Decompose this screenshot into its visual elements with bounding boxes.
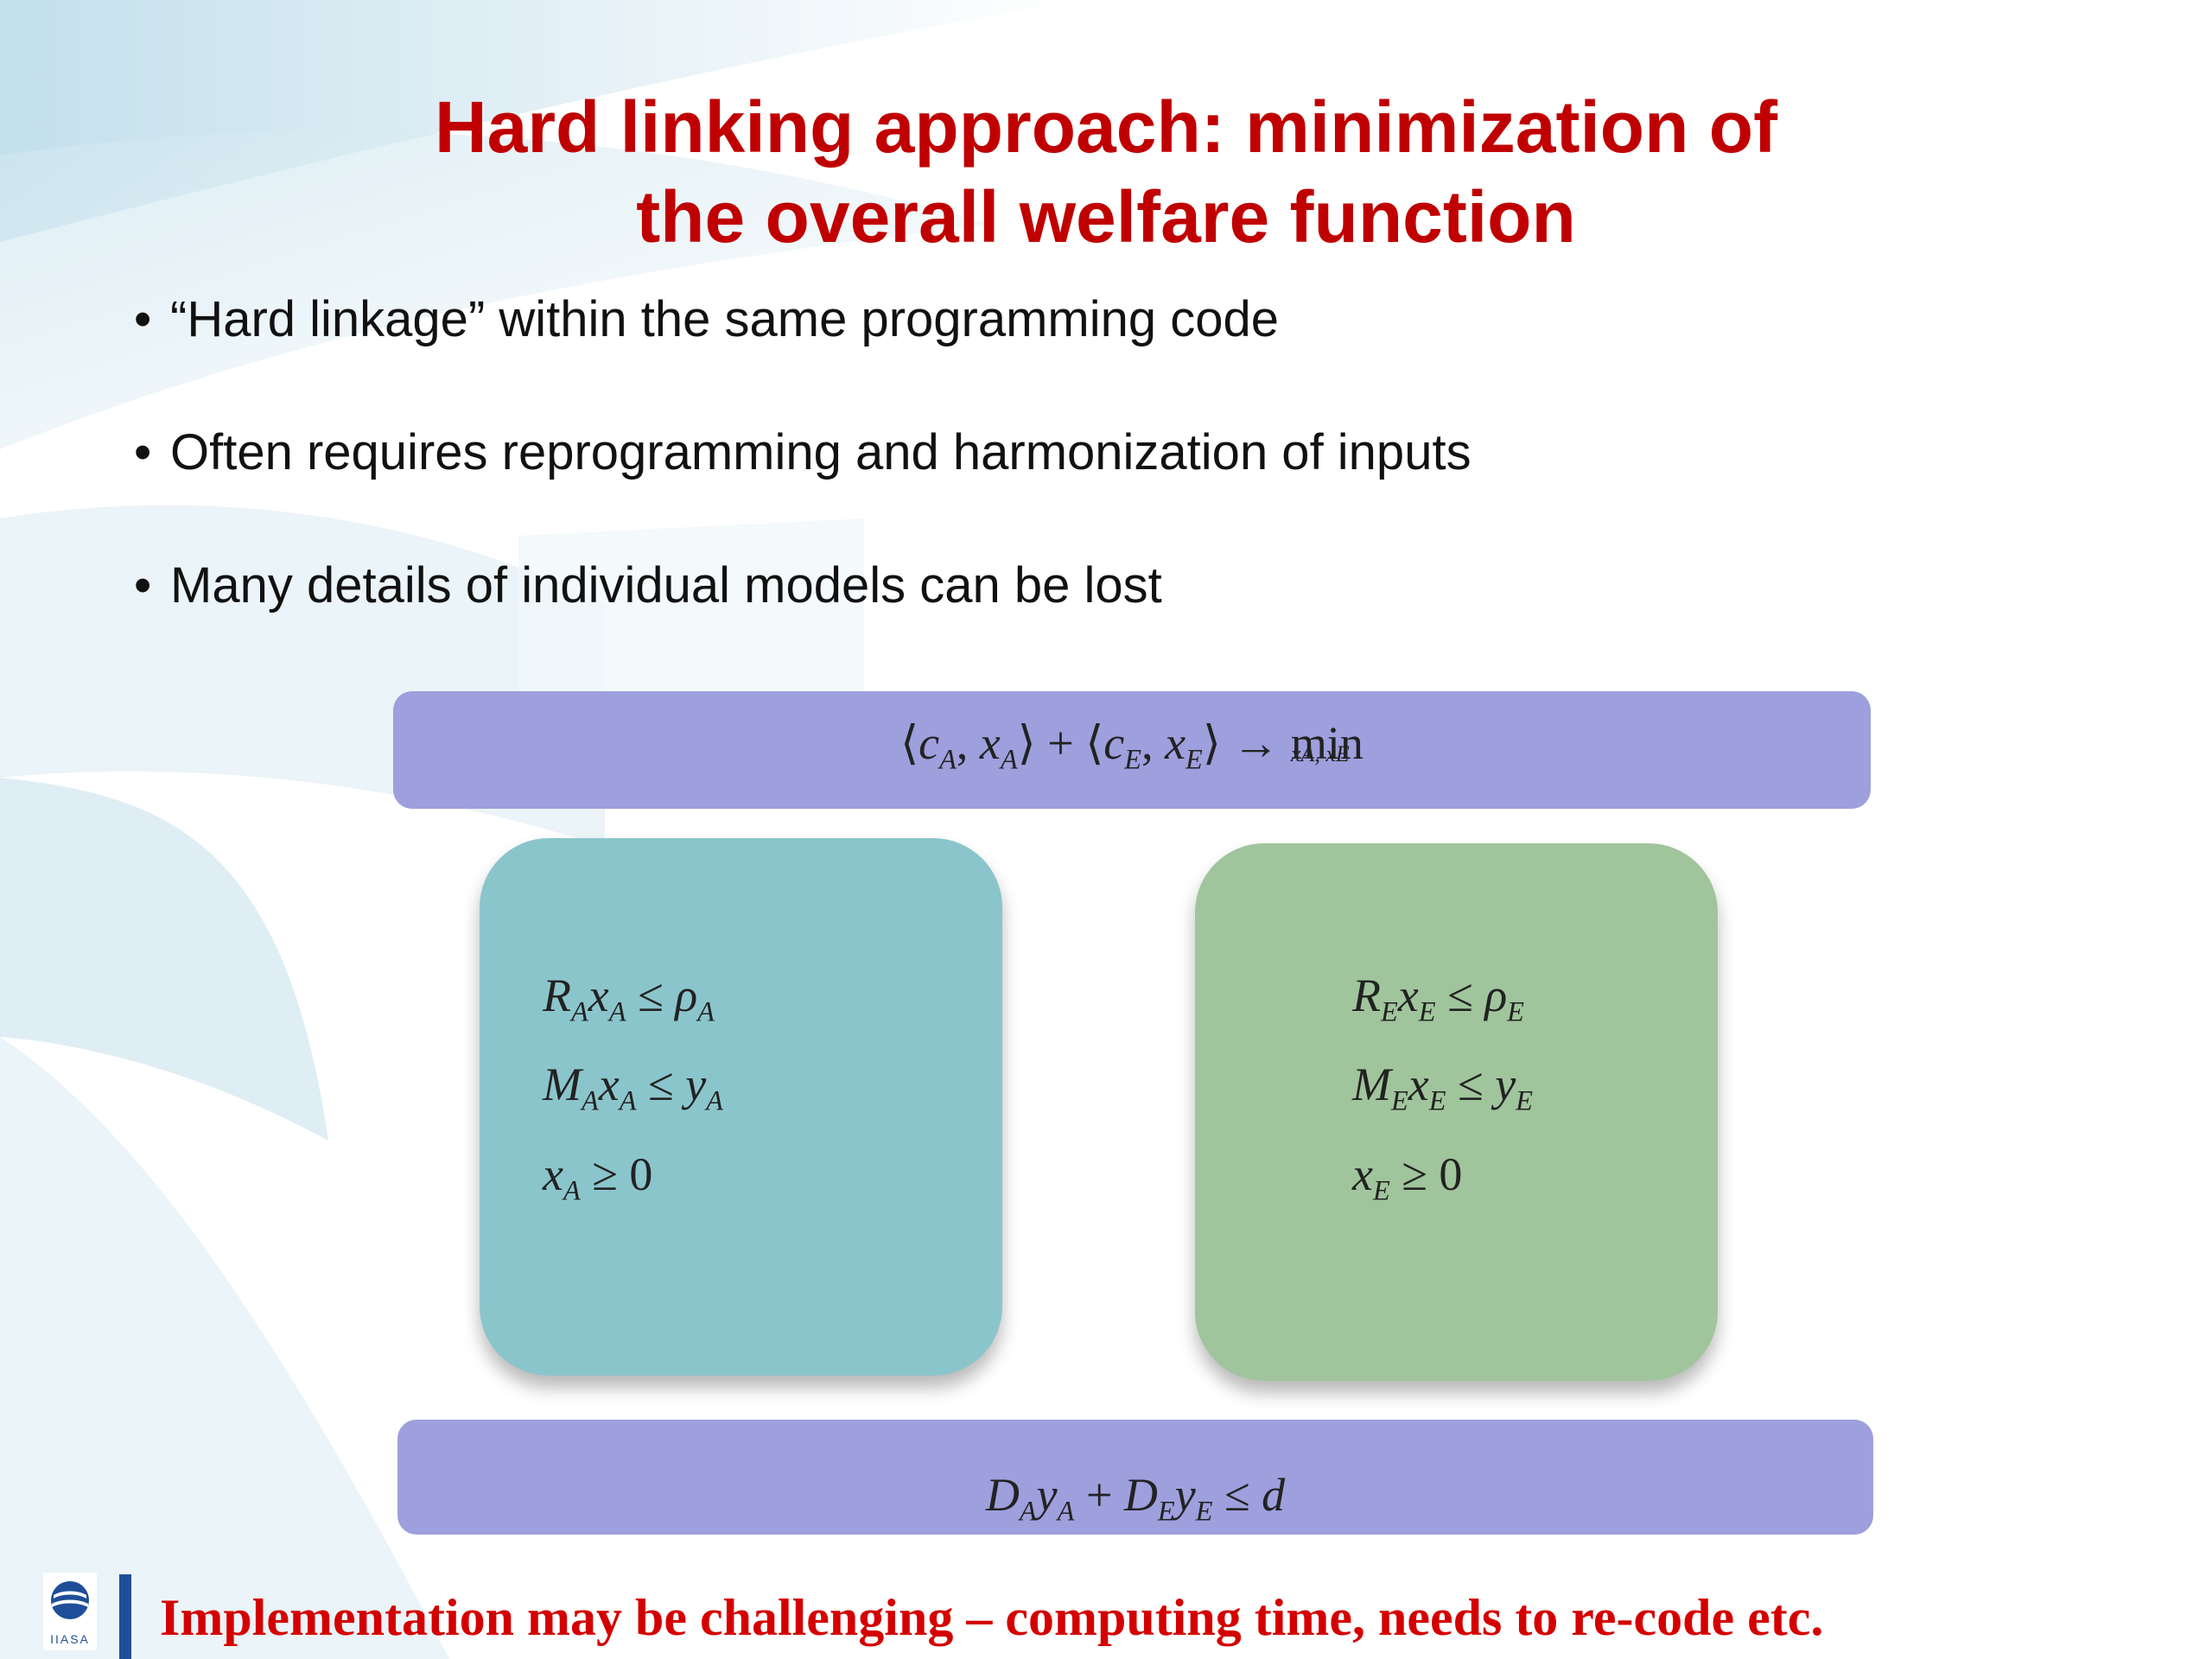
agriculture-constraints: RAxA ≤ ρA MAxA ≤ yA xA ≥ 0 <box>543 959 723 1227</box>
constraint-output: MExE ≤ yE <box>1352 1058 1533 1117</box>
bullet-list: • “Hard linkage” within the same programm… <box>134 285 2035 684</box>
slide-title: Hard linking approach: minimization of t… <box>0 82 2212 262</box>
footer-note: Implementation may be challenging – comp… <box>160 1589 1824 1646</box>
bullet-item: • Often requires reprogramming and harmon… <box>134 418 2035 487</box>
demand-constraint: DAyA + DEyE ≤ d <box>985 1469 1286 1528</box>
bullet-text: “Hard linkage” within the same programmi… <box>170 291 1280 347</box>
title-line-2: the overall welfare function <box>636 176 1576 257</box>
agriculture-model-box <box>480 838 1002 1376</box>
bullet-dot: • <box>134 291 152 347</box>
bullet-item: • Many details of individual models can b… <box>134 551 2035 620</box>
objective-bar <box>393 691 1871 809</box>
constraint-resource: RAxA ≤ ρA <box>543 969 715 1028</box>
iiasa-logo-icon: IIASA <box>43 1573 97 1650</box>
bullet-dot: • <box>134 424 152 480</box>
constraint-nonneg: xA ≥ 0 <box>543 1147 653 1206</box>
bullet-text: Often requires reprogramming and harmoni… <box>170 424 1471 480</box>
bullet-text: Many details of individual models can be… <box>170 557 1162 613</box>
energy-model-box <box>1195 843 1718 1381</box>
title-line-1: Hard linking approach: minimization of <box>434 86 1778 168</box>
min-subscript: xA, xE <box>1290 741 1350 766</box>
constraint-output: MAxA ≤ yA <box>543 1058 723 1117</box>
constraint-resource: RExE ≤ ρE <box>1352 969 1524 1028</box>
bullet-item: • “Hard linkage” within the same programm… <box>134 285 2035 354</box>
bullet-dot: • <box>134 557 152 613</box>
demand-bar <box>397 1420 1873 1535</box>
constraint-nonneg: xE ≥ 0 <box>1352 1147 1463 1206</box>
energy-constraints: RExE ≤ ρE MExE ≤ yE xE ≥ 0 <box>1352 959 1533 1227</box>
footer-divider <box>119 1574 131 1659</box>
svg-text:IIASA: IIASA <box>50 1632 90 1646</box>
